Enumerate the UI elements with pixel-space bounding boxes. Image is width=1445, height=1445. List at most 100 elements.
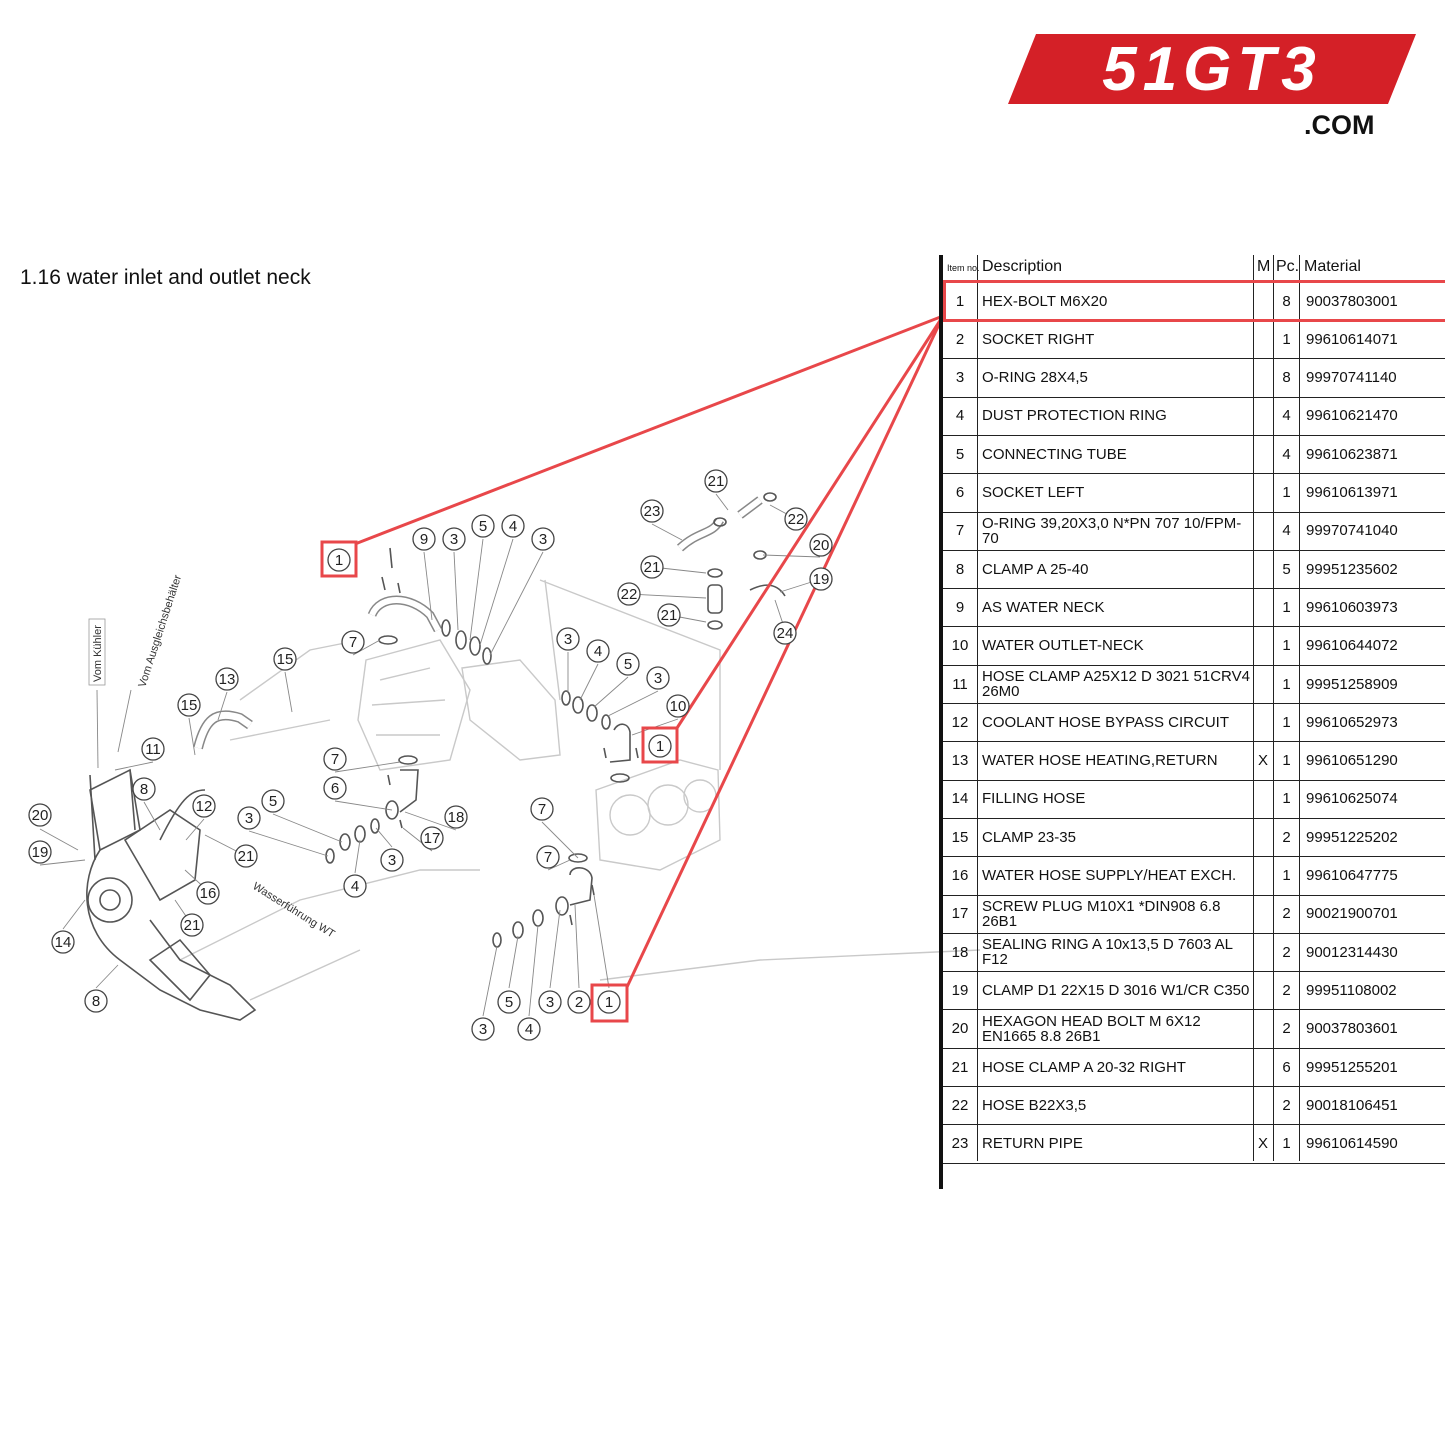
callout-7: 7 [331, 751, 339, 768]
callout-5: 5 [624, 656, 632, 673]
callout-3: 3 [388, 852, 396, 869]
item-no-cell: 17 [951, 905, 969, 923]
description-cell: SEALING RING A 10x13,5 D 7603 AL F12 [982, 936, 1233, 969]
m-cell [1254, 1048, 1272, 1086]
pc-cell: 4 [1282, 407, 1291, 425]
m-cell [1254, 780, 1272, 818]
callout-21: 21 [708, 473, 725, 490]
material-cell: 99951108002 [1306, 981, 1397, 999]
material-cell: 90012314430 [1306, 943, 1398, 961]
description-cell: HOSE CLAMP A 20-32 RIGHT [982, 1058, 1186, 1076]
m-cell [1254, 320, 1272, 358]
description-cell: CLAMP A 25-40 [982, 560, 1089, 578]
callout-1: 1 [335, 552, 343, 569]
pc-cell: 1 [1282, 1135, 1291, 1153]
callout-3: 3 [654, 670, 662, 687]
pc-cell: 4 [1282, 445, 1291, 463]
m-cell [1254, 971, 1272, 1009]
description-cell: SCREW PLUG M10X1 *DIN908 6.8 26B1 [982, 897, 1221, 930]
pc-cell: 8 [1282, 369, 1291, 387]
callout-5: 5 [505, 994, 513, 1011]
pc-cell: 1 [1282, 713, 1291, 731]
pc-cell: 2 [1282, 905, 1291, 923]
item-no-cell: 11 [952, 675, 968, 693]
material-cell: 99970741140 [1306, 369, 1397, 387]
pc-cell: 1 [1282, 637, 1291, 655]
pc-cell: 2 [1282, 943, 1291, 961]
description-cell: HEXAGON HEAD BOLT M 6X12 EN1665 8.8 26B1 [982, 1012, 1201, 1045]
callout-1: 1 [656, 738, 664, 755]
item-no-cell: 15 [951, 828, 969, 846]
page-title: 1.16 water inlet and outlet neck [20, 266, 311, 289]
callout-21: 21 [184, 917, 201, 934]
material-cell: 99970741040 [1306, 522, 1398, 540]
m-cell [1254, 665, 1272, 703]
description-cell: HOSE CLAMP A25X12 D 3021 51CRV4 26M0 [982, 668, 1250, 700]
description-cell: CONNECTING TUBE [982, 445, 1127, 463]
callout-1: 1 [605, 994, 613, 1011]
callout-14: 14 [55, 934, 72, 951]
m-cell [1254, 588, 1272, 626]
material-cell: 99610614071 [1306, 330, 1398, 348]
material-cell: 99951235602 [1306, 560, 1398, 578]
item-no-cell: 21 [951, 1058, 969, 1076]
callout-3: 3 [539, 531, 547, 548]
m-cell [1254, 1010, 1272, 1048]
pc-cell: 6 [1282, 1058, 1291, 1076]
callout-7: 7 [544, 849, 552, 866]
item-no-cell: 1 [955, 292, 965, 310]
m-cell [1254, 474, 1272, 512]
description-cell: WATER OUTLET-NECK [982, 637, 1144, 655]
pc-cell: 1 [1282, 598, 1291, 616]
highlight-callout-1-top [320, 540, 358, 578]
callout-7: 7 [538, 801, 546, 818]
material-cell: 99610613971 [1306, 484, 1398, 501]
callout-6: 6 [331, 780, 339, 797]
callout-22: 22 [788, 511, 805, 528]
header-material: Material [1304, 258, 1361, 275]
description-cell: CLAMP 23-35 [982, 828, 1076, 846]
material-cell: 99951255201 [1306, 1058, 1398, 1076]
item-no-cell: 12 [951, 713, 969, 731]
table-row[interactable]: 21 HOSE CLAMP A 20-32 RIGHT 6 99951255201 [943, 1048, 1445, 1087]
callout-22: 22 [621, 586, 638, 603]
material-cell: 99951258909 [1306, 675, 1398, 693]
m-cell [1254, 550, 1272, 588]
item-no-cell: 18 [951, 943, 969, 961]
m-cell [1254, 627, 1272, 665]
pc-cell: 1 [1282, 752, 1291, 770]
description-cell: AS WATER NECK [982, 598, 1105, 616]
callout-16: 16 [200, 885, 217, 902]
description-cell: COOLANT HOSE BYPASS CIRCUIT [982, 713, 1229, 731]
brand-logo[interactable]: 51GT3 [1008, 34, 1416, 104]
material-cell: 99610603973 [1306, 598, 1398, 616]
callout-3: 3 [564, 631, 572, 648]
description-cell: DUST PROTECTION RING [982, 407, 1167, 425]
pc-cell: 1 [1282, 330, 1291, 348]
description-cell: O-RING 39,20X3,0 N*PN 707 10/FPM-70 [982, 514, 1242, 547]
label-wasserfuehrung-wt: Wasserführung WT [250, 880, 337, 940]
